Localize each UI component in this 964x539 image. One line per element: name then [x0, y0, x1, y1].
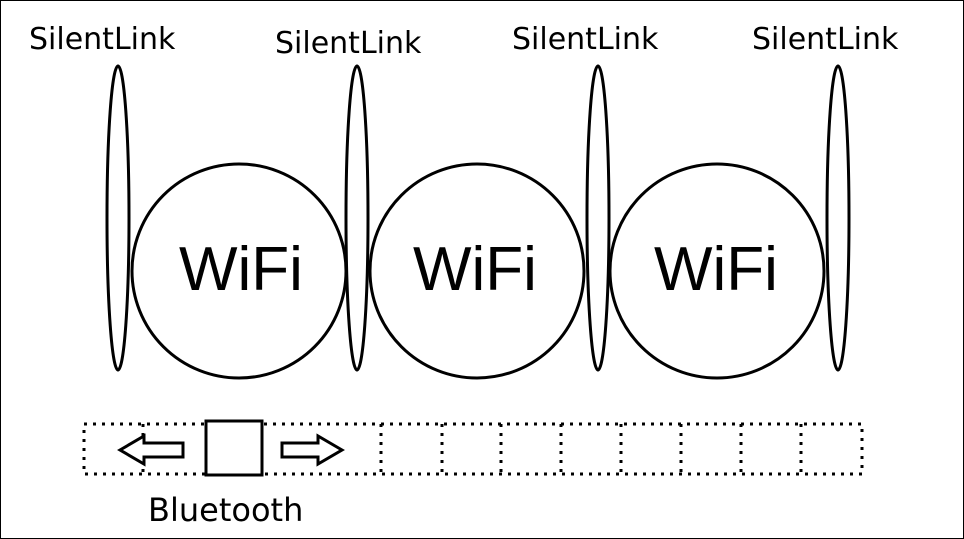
- bluetooth-strip: [82, 422, 864, 476]
- silentlink-antenna-3: [585, 64, 611, 372]
- wifi-label-2: WiFi: [413, 235, 537, 304]
- wifi-label-1: WiFi: [179, 235, 303, 304]
- wifi-zone-3: [608, 162, 826, 380]
- silentlink-antenna-1: [105, 64, 131, 372]
- silentlink-antenna-4: [825, 64, 851, 372]
- silentlink-label-3: SilentLink: [512, 22, 659, 57]
- silentlink-label-2: SilentLink: [275, 26, 422, 61]
- bluetooth-device-icon: [204, 419, 264, 477]
- silentlink-label-1: SilentLink: [29, 22, 176, 57]
- silentlink-label-4: SilentLink: [752, 22, 899, 57]
- wifi-zone-1: [130, 162, 348, 380]
- silentlink-antenna-2: [344, 64, 370, 372]
- wifi-zone-2: [368, 162, 586, 380]
- arrow-right-icon: [280, 433, 345, 467]
- arrow-left-icon: [117, 433, 185, 467]
- wifi-label-3: WiFi: [654, 235, 778, 304]
- bluetooth-label: Bluetooth: [148, 491, 304, 529]
